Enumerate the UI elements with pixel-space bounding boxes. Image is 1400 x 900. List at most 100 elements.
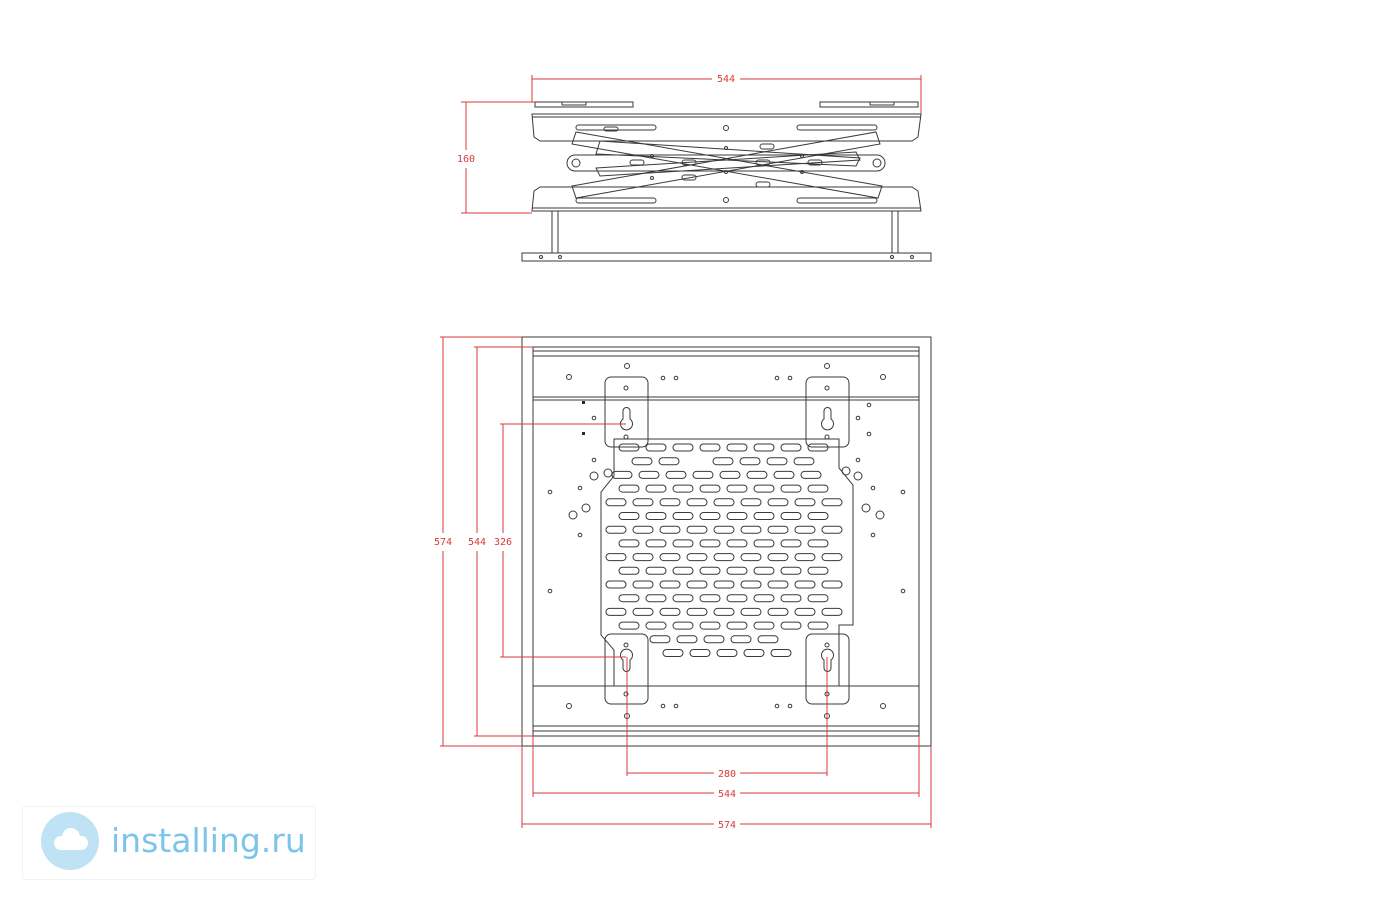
mesh-slot bbox=[773, 470, 795, 479]
outer-frame bbox=[521, 336, 932, 747]
mesh-slot bbox=[740, 580, 762, 589]
mesh-slot bbox=[780, 594, 802, 603]
mesh-slot bbox=[659, 553, 681, 562]
keyhole-bottom-left bbox=[620, 648, 633, 672]
mesh-slot bbox=[726, 594, 748, 603]
mesh-slot bbox=[807, 566, 829, 575]
mesh-slot bbox=[618, 566, 640, 575]
mesh-slot bbox=[645, 621, 667, 630]
mesh-slot bbox=[757, 635, 779, 644]
mesh-slot bbox=[780, 621, 802, 630]
mesh-slot bbox=[807, 484, 829, 493]
mesh-slot bbox=[767, 607, 789, 616]
mesh-slot bbox=[605, 607, 627, 616]
bracket-top-left bbox=[604, 376, 649, 448]
mesh-slot bbox=[686, 580, 708, 589]
mesh-slot bbox=[730, 635, 752, 644]
plan-view bbox=[521, 336, 932, 747]
scissor-arm-d bbox=[595, 151, 861, 177]
mesh-slot bbox=[659, 580, 681, 589]
lower-frame bbox=[531, 186, 922, 212]
mesh-slot bbox=[780, 566, 802, 575]
mesh-slot bbox=[793, 457, 815, 466]
mesh-slot bbox=[703, 635, 725, 644]
mesh-slot bbox=[821, 525, 843, 534]
mesh-slot bbox=[726, 443, 748, 452]
cloud-logo-icon bbox=[41, 812, 99, 870]
mesh-slot bbox=[780, 539, 802, 548]
mesh-slot bbox=[686, 607, 708, 616]
dim-plan-outer-width: 574 bbox=[718, 820, 736, 831]
mesh-slot bbox=[686, 553, 708, 562]
mesh-slot bbox=[645, 594, 667, 603]
mesh-slot bbox=[746, 470, 768, 479]
mesh-slot bbox=[618, 512, 640, 520]
mesh-slot bbox=[821, 607, 843, 616]
mesh-slot bbox=[716, 649, 738, 657]
keyhole-top-right bbox=[821, 407, 834, 431]
mesh-slot bbox=[807, 539, 829, 548]
mesh-slot bbox=[740, 607, 762, 616]
mesh-slot bbox=[743, 649, 765, 657]
plan-view-dimensions bbox=[440, 336, 932, 828]
dim-plan-inner-width: 544 bbox=[718, 789, 736, 800]
inner-frame bbox=[532, 346, 920, 737]
mesh-slot bbox=[699, 484, 721, 493]
top-pad-right bbox=[819, 101, 919, 108]
mesh-slot bbox=[605, 498, 627, 507]
mesh-slot bbox=[632, 607, 654, 616]
mesh-slot bbox=[672, 512, 694, 520]
mesh-slots bbox=[605, 443, 843, 657]
mesh-slot bbox=[780, 484, 802, 493]
mesh-slot bbox=[659, 525, 681, 534]
mesh-slot bbox=[713, 580, 735, 589]
mesh-slot bbox=[713, 607, 735, 616]
mesh-slot bbox=[726, 484, 748, 493]
upper-frame bbox=[531, 113, 922, 142]
mesh-slot bbox=[632, 553, 654, 562]
mesh-plate bbox=[600, 438, 854, 687]
mesh-slot bbox=[794, 553, 816, 562]
watermark-text: installing.ru bbox=[111, 821, 306, 860]
mesh-slot bbox=[821, 553, 843, 562]
mesh-slot bbox=[618, 443, 640, 452]
side-view bbox=[521, 101, 932, 262]
mesh-slot bbox=[740, 525, 762, 534]
mesh-slot bbox=[699, 621, 721, 630]
mesh-slot bbox=[807, 512, 829, 520]
mesh-slot bbox=[753, 512, 775, 520]
keyhole-top-left bbox=[620, 407, 633, 431]
mesh-slot bbox=[753, 594, 775, 603]
mesh-slot bbox=[659, 498, 681, 507]
mesh-slot bbox=[699, 566, 721, 575]
scissor-arm-c bbox=[595, 140, 861, 167]
mesh-slot bbox=[726, 621, 748, 630]
mesh-slot bbox=[672, 443, 694, 452]
mesh-slot bbox=[686, 525, 708, 534]
mesh-slot bbox=[672, 621, 694, 630]
watermark[interactable]: installing.ru bbox=[22, 806, 316, 880]
mesh-slot bbox=[753, 484, 775, 493]
mesh-slot bbox=[780, 512, 802, 520]
mesh-slot bbox=[753, 621, 775, 630]
mesh-slot bbox=[672, 594, 694, 603]
mesh-slot bbox=[605, 525, 627, 534]
mesh-slot bbox=[645, 443, 667, 452]
mesh-slot bbox=[740, 498, 762, 507]
dim-plan-outer-height: 574 bbox=[434, 537, 452, 548]
mesh-slot bbox=[807, 594, 829, 603]
scissor-arm-b bbox=[571, 131, 881, 199]
mesh-slot bbox=[794, 498, 816, 507]
mesh-slot bbox=[632, 498, 654, 507]
mesh-slot bbox=[658, 457, 680, 466]
mesh-slot bbox=[766, 457, 788, 466]
mesh-slot bbox=[699, 594, 721, 603]
mesh-slot bbox=[632, 525, 654, 534]
dim-plan-inner-height: 544 bbox=[468, 537, 486, 548]
mesh-slot bbox=[645, 566, 667, 575]
mesh-slot bbox=[662, 649, 684, 657]
side-view-dimensions bbox=[461, 75, 922, 214]
mesh-slot bbox=[631, 457, 653, 466]
mesh-slot bbox=[726, 539, 748, 548]
